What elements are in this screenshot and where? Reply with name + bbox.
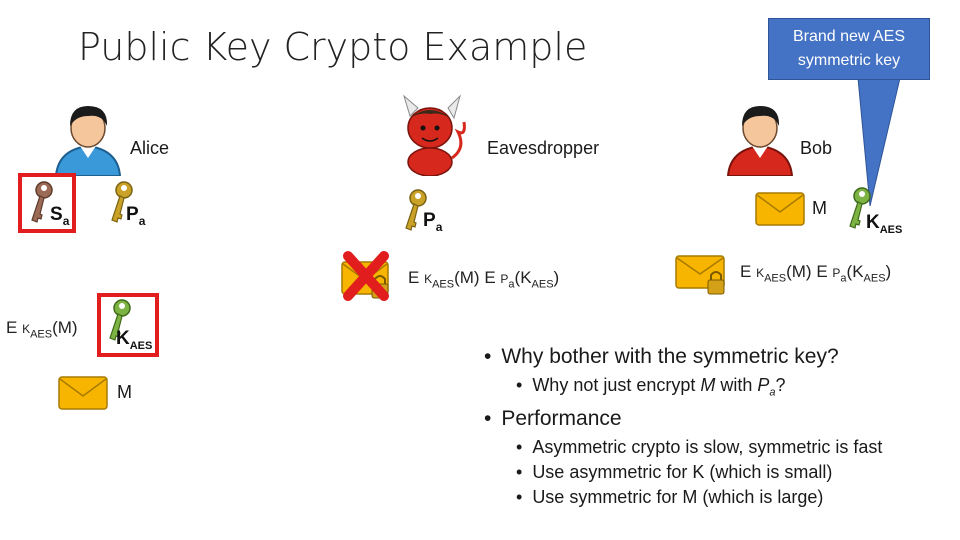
blocked-x-icon bbox=[343, 251, 389, 301]
bob-message-label: M bbox=[812, 198, 827, 218]
bullet-performance: Performance bbox=[484, 407, 882, 431]
alice-person-icon bbox=[54, 106, 122, 176]
bob-person-icon bbox=[726, 106, 794, 176]
callout-line-2: symmetric key bbox=[797, 52, 901, 69]
bullet-question-sub: Why not just encrypt M with Pa? bbox=[484, 375, 882, 399]
alice-secret-key-label: Sa bbox=[50, 204, 70, 228]
bob-kaes-key-icon bbox=[849, 187, 871, 229]
slide-title: Public Key Crypto Example bbox=[78, 25, 588, 69]
alice-message-label: M bbox=[117, 382, 132, 402]
alice-secret-key-icon bbox=[31, 181, 53, 223]
bob-envelope-icon bbox=[755, 192, 805, 226]
eavesdropper-devil-icon bbox=[403, 94, 466, 176]
alice-secret-key-highlight bbox=[18, 173, 76, 233]
alice-public-key-icon bbox=[111, 181, 133, 223]
bob-locked-envelope-icon bbox=[675, 255, 725, 295]
bullet-perf-item: Use symmetric for M (which is large) bbox=[484, 487, 882, 508]
bob-kaes-key-label: KAES bbox=[866, 212, 903, 236]
eavesdropper-public-key-label: Pa bbox=[423, 210, 443, 234]
bullet-list: Why bother with the symmetric key? Why n… bbox=[484, 345, 882, 512]
alice-public-key-label: Pa bbox=[126, 204, 146, 228]
bullet-perf-item: Use asymmetric for K (which is small) bbox=[484, 462, 882, 483]
bob-label: Bob bbox=[800, 138, 833, 158]
alice-label: Alice bbox=[130, 138, 170, 158]
callout-pointer bbox=[857, 78, 901, 207]
alice-kaes-key-icon bbox=[109, 299, 131, 341]
alice-formula: E KAES(M) bbox=[6, 318, 78, 341]
bob-formula: E KAES(M) E Pa(KAES) bbox=[740, 262, 892, 285]
callout-line-1: Brand new AES bbox=[792, 28, 906, 45]
alice-envelope-icon bbox=[58, 376, 108, 410]
eavesdropper-label: Eavesdropper bbox=[487, 138, 600, 158]
alice-kaes-key-highlight bbox=[97, 293, 159, 357]
callout-aes-key: Brand new AES symmetric key bbox=[768, 18, 930, 80]
alice-kaes-key-label: KAES bbox=[116, 328, 153, 352]
bullet-perf-item: Asymmetric crypto is slow, symmetric is … bbox=[484, 437, 882, 458]
eavesdropper-public-key-icon bbox=[405, 189, 427, 231]
eavesdropper-formula: E KAES(M) E Pa(KAES) bbox=[408, 268, 560, 291]
bullet-question: Why bother with the symmetric key? bbox=[484, 345, 882, 369]
